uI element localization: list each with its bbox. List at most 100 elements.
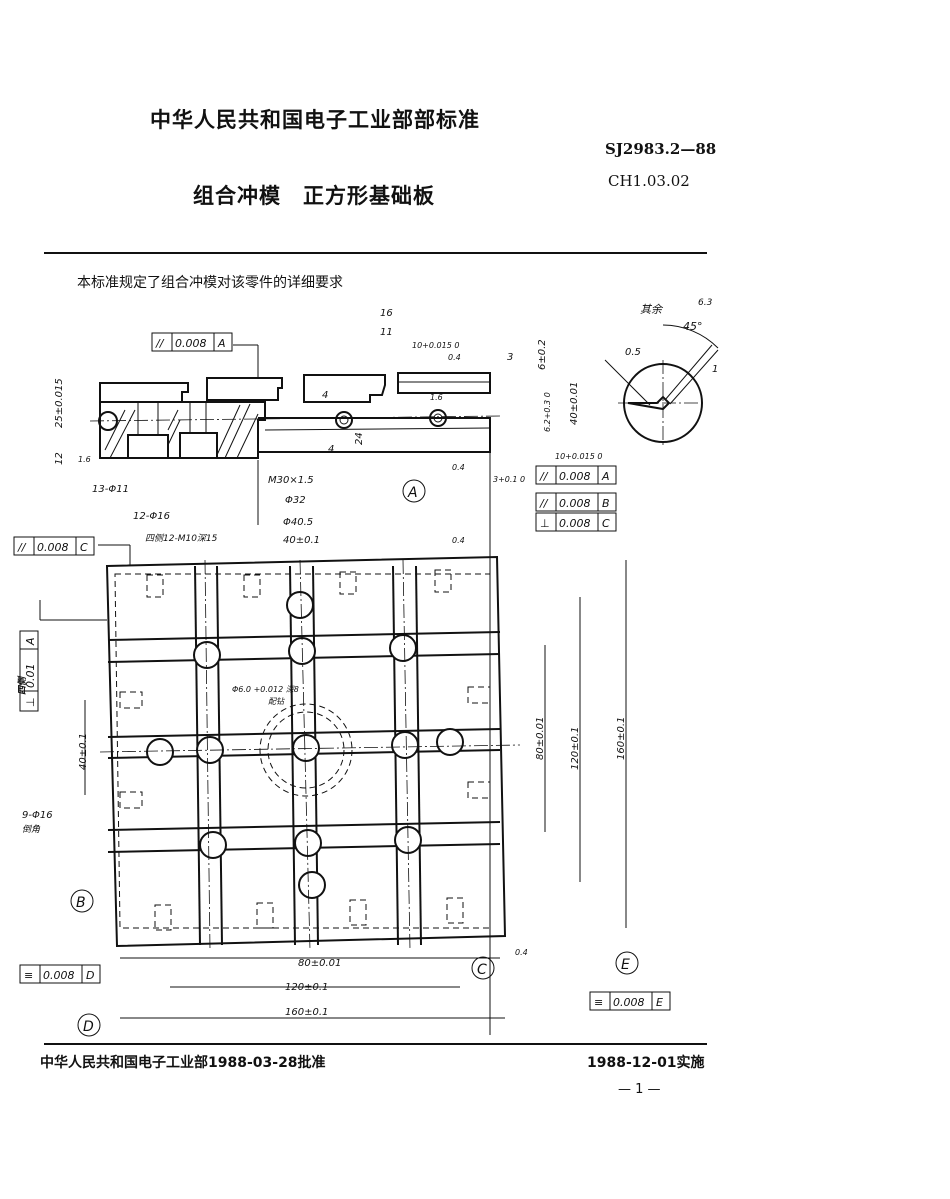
dim-thread: M30×1.5 (268, 475, 314, 486)
svg-text:⊥: ⊥ (540, 517, 550, 530)
svg-text:C: C (602, 517, 610, 530)
threaded-hole (146, 574, 164, 598)
hole (286, 591, 314, 619)
hole (389, 634, 417, 662)
svg-text:0.008: 0.008 (559, 470, 591, 483)
svg-text:0.008: 0.008 (613, 996, 645, 1009)
channel-edge (392, 565, 399, 946)
datum-b: B (76, 895, 86, 911)
dim-holes-9-note: 倒角 (22, 824, 41, 835)
footer-rule (44, 1043, 707, 1045)
dim-height-40: 40±0.01 (569, 382, 580, 425)
roughness-general: 6.3 (698, 298, 713, 308)
tolerance-frame: ⊥ 0.008 C (535, 512, 617, 532)
dim-pitch-40: 40±0.1 (283, 535, 320, 546)
dim-24: 24 (354, 432, 365, 445)
detail-view (604, 324, 719, 445)
page-number: — 1 — (618, 1082, 661, 1097)
hole (294, 829, 322, 857)
plan-view (99, 555, 521, 951)
dim-pin-note: 配钻 (268, 697, 285, 706)
approval-note: 中华人民共和国电子工业部1988-03-28批准 (40, 1055, 326, 1071)
svg-text:E: E (656, 996, 663, 1009)
svg-text://: // (155, 337, 165, 350)
dim-slot-width: 10+0.015 0 (412, 341, 459, 350)
document-title: 组合冲模 正方形基础板 (193, 184, 435, 208)
header-rule (44, 252, 707, 254)
tolerance-frame: ≡ 0.008 D (19, 964, 101, 984)
roughness-16b: 1.6 (78, 455, 91, 464)
svg-text://: // (539, 470, 549, 483)
svg-text:0.008: 0.008 (559, 517, 591, 530)
classification-code: CH1.03.02 (608, 172, 690, 190)
dim-v120: 120±0.1 (570, 727, 581, 770)
channel-edge (107, 821, 501, 831)
dim-11: 11 (380, 327, 393, 338)
hole (391, 731, 419, 759)
threaded-hole (339, 571, 357, 595)
dim-4a: 4 (322, 390, 328, 401)
dim-depth-6: 6±0.2 (537, 339, 548, 370)
dim-holes-11: 13-Φ11 (92, 484, 129, 495)
dim-holes-16: 12-Φ16 (133, 511, 170, 522)
svg-text:C: C (80, 541, 88, 554)
svg-text:0.008: 0.008 (559, 497, 591, 510)
standard-organization: 中华人民共和国电子工业部部标准 (150, 108, 480, 132)
svg-text:≡: ≡ (24, 969, 33, 982)
hole (199, 831, 227, 859)
svg-text:⊥: ⊥ (24, 697, 37, 707)
dim-3b: 3+0.1 0 (493, 475, 525, 484)
tolerance-frame: // 0.008 B (535, 492, 617, 512)
svg-text:0.008: 0.008 (175, 337, 207, 350)
hole (298, 871, 326, 899)
channel-edge (289, 565, 296, 946)
threaded-hole (467, 781, 491, 799)
surface-note: 其余 (640, 303, 664, 316)
datum-e: E (621, 957, 630, 973)
svg-text://: // (17, 541, 27, 554)
threaded-hole (467, 686, 491, 704)
dim-3: 3 (507, 352, 513, 363)
section-view (89, 372, 501, 459)
datum-c: C (477, 962, 487, 978)
effective-date: 1988-12-01实施 (587, 1055, 705, 1071)
svg-text:0.008: 0.008 (43, 969, 75, 982)
dim-slot-62: 6.2+0.3 0 (543, 392, 552, 432)
svg-text://: // (539, 497, 549, 510)
roughness-04: 0.4 (448, 353, 461, 362)
roughness-04b: 0.4 (452, 463, 465, 472)
threaded-hole (349, 899, 367, 926)
svg-text:A: A (24, 637, 37, 646)
roughness-16: 1.6 (430, 393, 443, 402)
angle-label: 45° (683, 320, 703, 333)
svg-text:B: B (602, 497, 610, 510)
dim-v80: 80±0.01 (535, 717, 546, 760)
dim-height-25: 25±0.015 (54, 378, 65, 428)
four-sides-note: 四侧 (17, 675, 28, 695)
datum-markers: A B C D E (70, 479, 639, 1037)
hole (436, 728, 464, 756)
threaded-hole (154, 904, 172, 931)
svg-text:0.01: 0.01 (24, 664, 37, 689)
dim-phi40: Φ40.5 (283, 517, 313, 528)
dim-vert-40: 40±0.1 (78, 733, 89, 770)
datum-d: D (83, 1019, 94, 1035)
dim-h160: 160±0.1 (285, 1007, 328, 1018)
roughness-04d: 0.4 (515, 948, 528, 957)
threaded-hole (119, 791, 143, 809)
dim-4b: 4 (328, 444, 334, 455)
dim-h80: 80±0.01 (298, 958, 341, 969)
dim-side-threads: 四侧12-M10深15 (145, 533, 218, 544)
dim-slot-10b: 10+0.015 0 (555, 452, 602, 461)
svg-text:D: D (86, 969, 94, 982)
datum-a: A (407, 485, 418, 501)
dim-h120: 120±0.1 (285, 982, 328, 993)
threaded-hole (243, 574, 261, 598)
tolerance-frame: ⊥ 0.01 A (19, 630, 39, 712)
hole (146, 738, 174, 766)
intro-text: 本标准规定了组合冲模对该零件的详细要求 (77, 275, 343, 291)
